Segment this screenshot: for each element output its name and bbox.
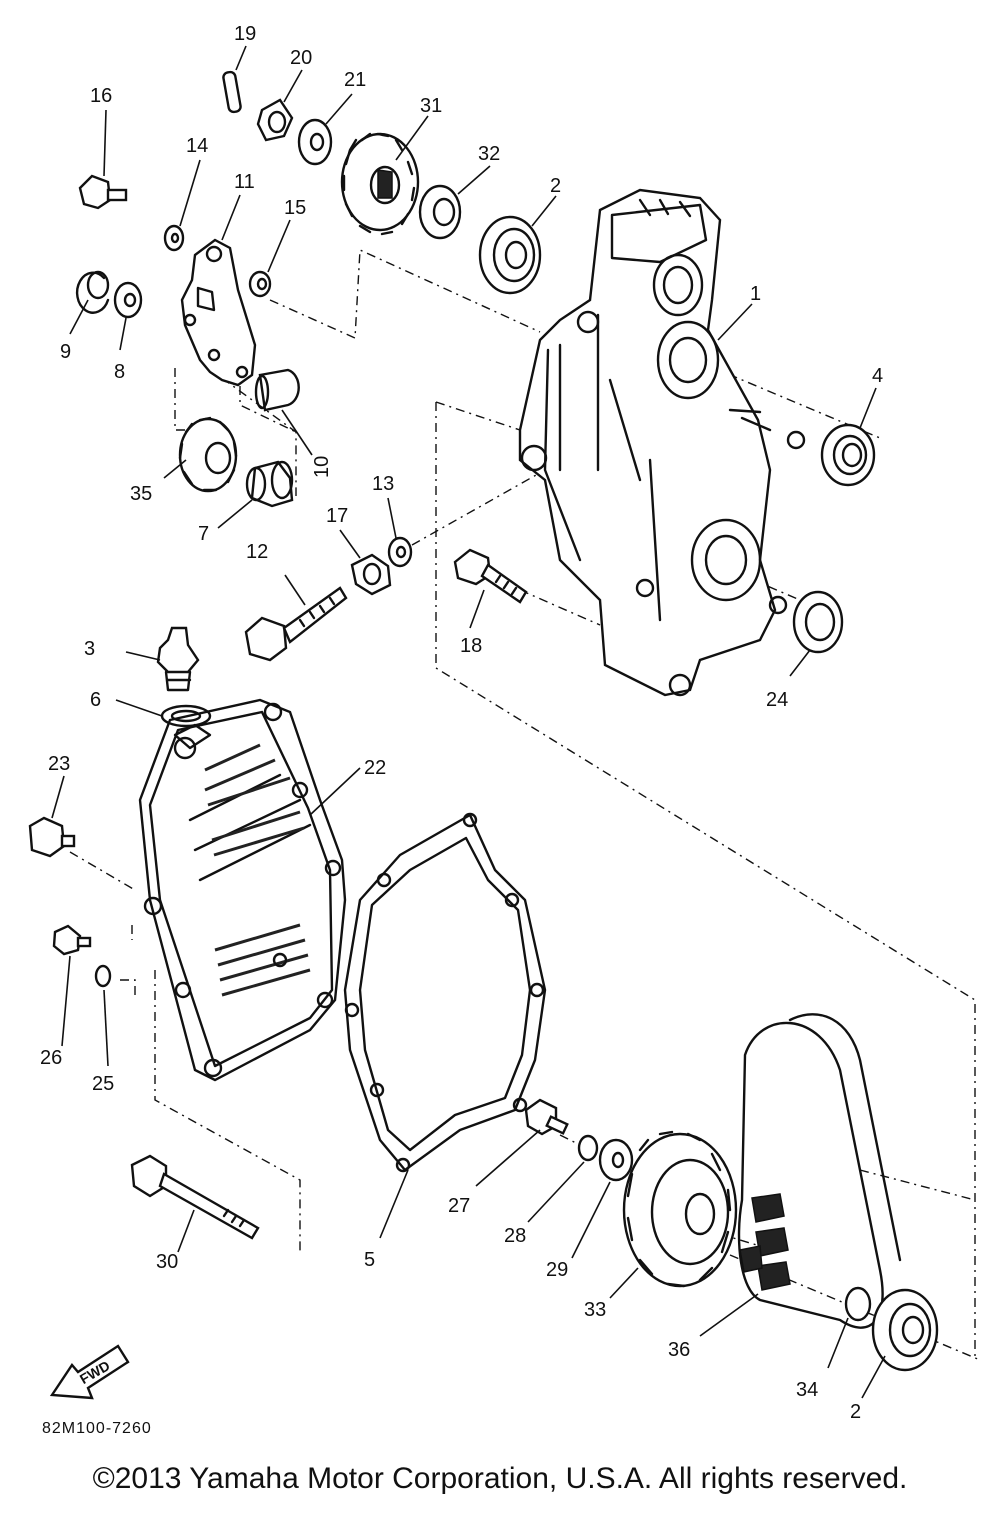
callout-29: 29 (546, 1259, 568, 1281)
callout-9: 9 (60, 341, 71, 363)
callout-34: 34 (796, 1379, 818, 1401)
callout-32: 32 (478, 143, 500, 165)
callout-20: 20 (290, 47, 312, 69)
callout-25: 25 (92, 1073, 114, 1095)
callout-36: 36 (668, 1339, 690, 1361)
callout-2-top: 2 (550, 175, 561, 197)
callout-8: 8 (114, 361, 125, 383)
callout-16: 16 (90, 85, 112, 107)
callout-5: 5 (364, 1249, 375, 1271)
callout-1: 1 (750, 283, 761, 305)
washer-8 (113, 281, 143, 319)
bolt-16 (78, 174, 128, 210)
cover-gasket (343, 812, 547, 1173)
callout-labels: 1 2 2 3 4 5 6 7 8 9 10 11 12 13 14 15 16… (40, 23, 883, 1423)
bolt-23 (28, 816, 76, 858)
screw-26 (52, 924, 92, 956)
copyright-notice: ©2013 Yamaha Motor Corporation, U.S.A. A… (92, 1462, 908, 1495)
callout-22: 22 (364, 757, 386, 779)
bolt-12 (244, 586, 348, 662)
circlip-9 (75, 270, 110, 314)
bolt-27 (524, 1098, 569, 1136)
callout-27: 27 (448, 1195, 470, 1217)
chain-case-housing (518, 188, 806, 697)
diagram-code: 82M100-7260 (42, 1420, 152, 1437)
leader-lines (51, 45, 886, 1399)
callout-28: 28 (504, 1225, 526, 1247)
filler-plug-3 (156, 626, 200, 692)
bolt-30 (130, 1154, 260, 1240)
washer-14 (163, 224, 185, 252)
tensioner-bracket-11 (180, 238, 257, 387)
callout-12: 12 (246, 541, 268, 563)
callout-10: 10 (311, 456, 333, 478)
callout-14: 14 (186, 135, 208, 157)
callout-2-bottom: 2 (850, 1401, 861, 1423)
pin-19 (222, 70, 242, 114)
callout-18: 18 (460, 635, 482, 657)
bearing-2-bottom (871, 1288, 939, 1372)
callout-6: 6 (90, 689, 101, 711)
callout-3: 3 (84, 638, 95, 660)
callout-26: 26 (40, 1047, 62, 1069)
washer-13 (387, 536, 413, 568)
idler-sprocket-35 (178, 416, 238, 493)
callout-15: 15 (284, 197, 306, 219)
chain-36 (739, 1193, 791, 1291)
callout-11: 11 (234, 171, 255, 193)
fwd-arrow-icon: FWD (49, 1344, 130, 1400)
sprocket-31 (340, 132, 420, 236)
pin-10 (254, 368, 300, 412)
bolt-18 (453, 548, 528, 604)
nut-20 (256, 98, 294, 142)
spacer-32 (418, 184, 462, 240)
callout-35: 35 (130, 483, 152, 505)
callout-31: 31 (420, 95, 442, 117)
washer-34 (844, 1286, 872, 1322)
callout-24: 24 (766, 689, 788, 711)
callout-4: 4 (872, 365, 883, 387)
bushing-7 (245, 460, 294, 508)
washer-28 (577, 1134, 599, 1162)
callout-19: 19 (234, 23, 256, 45)
washer-25 (94, 964, 112, 988)
callout-17: 17 (326, 505, 348, 527)
callout-13: 13 (372, 473, 394, 495)
collar-17 (350, 553, 392, 596)
chain-case-cover (138, 698, 347, 1082)
washer-29 (598, 1138, 634, 1182)
oil-seal-24 (792, 590, 844, 654)
callout-30: 30 (156, 1251, 178, 1273)
callout-23: 23 (48, 753, 70, 775)
oil-seal-4 (820, 423, 876, 487)
callout-33: 33 (584, 1299, 606, 1321)
sprocket-33 (622, 1130, 738, 1288)
callout-21: 21 (344, 69, 366, 91)
bearing-2-top (478, 215, 542, 295)
washer-21 (297, 118, 333, 166)
callout-7: 7 (198, 523, 209, 545)
collar-15 (248, 270, 272, 298)
